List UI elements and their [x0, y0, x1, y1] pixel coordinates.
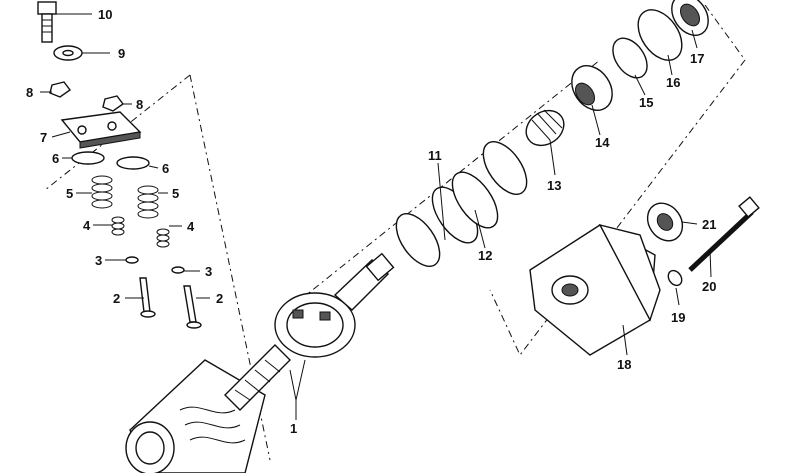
seal-rings	[395, 141, 528, 267]
callout-1: 1	[290, 421, 297, 436]
callout-5-right: 5	[172, 186, 179, 201]
callout-3-left: 3	[95, 253, 102, 268]
callout-2-left: 2	[113, 291, 120, 306]
leader-lines	[40, 13, 712, 420]
callout-14: 14	[595, 135, 610, 150]
callout-21: 21	[702, 217, 716, 232]
callout-7: 7	[40, 130, 47, 145]
needle-bearing	[525, 109, 565, 147]
bearing-cup	[571, 65, 613, 111]
callout-8-right: 8	[136, 97, 143, 112]
callout-12: 12	[478, 248, 492, 263]
callout-3-right: 3	[205, 264, 212, 279]
callout-6-left: 6	[52, 151, 59, 166]
callout-17: 17	[690, 51, 704, 66]
end-cover-assembly	[529, 196, 760, 356]
callout-10: 10	[98, 7, 112, 22]
bearing-parts	[612, 0, 709, 79]
callout-18: 18	[617, 357, 631, 372]
callout-6-right: 6	[162, 161, 169, 176]
callout-5-left: 5	[66, 186, 73, 201]
callout-9: 9	[118, 46, 125, 61]
callout-labels: 1 2 2 3 3 4 4 5 5 6 6 7 8 8 9 10 11 12 1…	[26, 7, 716, 436]
callout-11: 11	[428, 148, 442, 163]
callout-4-left: 4	[83, 218, 91, 233]
main-housing	[125, 252, 395, 473]
callout-16: 16	[666, 75, 680, 90]
callout-15: 15	[639, 95, 653, 110]
callout-19: 19	[671, 310, 685, 325]
callout-2-right: 2	[216, 291, 223, 306]
callout-8-left: 8	[26, 85, 33, 100]
callout-4-right: 4	[187, 219, 195, 234]
callout-20: 20	[702, 279, 716, 294]
callout-13: 13	[547, 178, 561, 193]
